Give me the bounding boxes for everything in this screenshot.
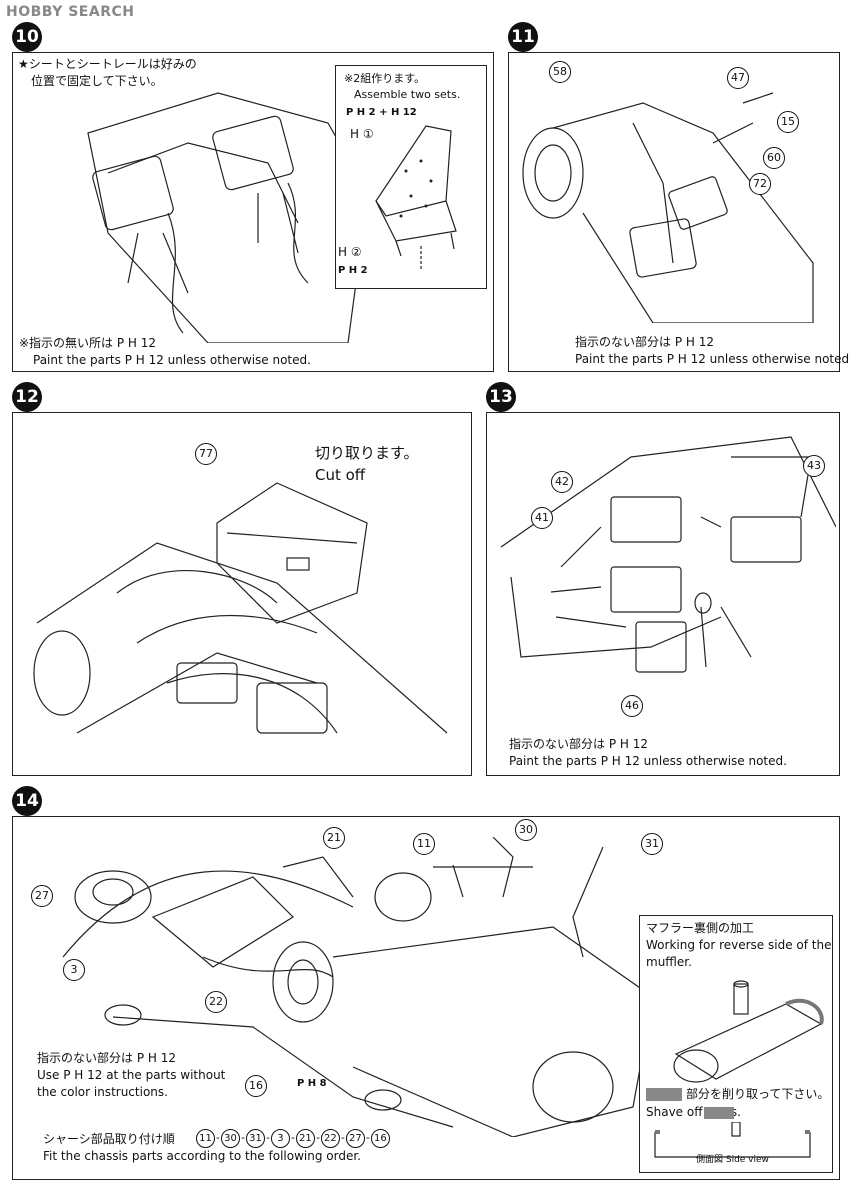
order-step: 22 [320, 1129, 340, 1148]
part-16-callout: 16 [245, 1075, 267, 1097]
part-15-callout: 15 [777, 111, 799, 133]
inset-label-h2: H ② [338, 245, 362, 259]
step-10-note-jp: ★シートとシートレールは好みの [18, 57, 197, 71]
step-12-console-drawing [33, 482, 448, 734]
part-27-callout: 27 [31, 885, 53, 907]
step-14-panel: 21 11 30 31 27 3 22 16 P H 8 指示のない部分は P … [12, 816, 840, 1180]
step-11-footer-en: Paint the parts P H 12 unless otherwise … [575, 352, 850, 366]
part-22-callout: 22 [205, 991, 227, 1013]
part-31-callout: 31 [641, 833, 663, 855]
seat-drawing [375, 125, 457, 271]
step-11-footer-jp: 指示のない部分は P H 12 [575, 335, 714, 349]
step-11-interior-drawing [522, 92, 814, 323]
part-58-callout: 58 [549, 61, 571, 83]
step-10-footer-en: Paint the parts P H 12 unless otherwise … [33, 353, 311, 367]
order-step: 27 [345, 1129, 365, 1148]
order-step: 31 [245, 1129, 265, 1148]
shave-swatch [646, 1088, 682, 1101]
order-step: 3 [270, 1129, 290, 1148]
step-11-number: 11 [508, 22, 538, 52]
inset-label-h1: H ① [350, 127, 374, 141]
step-14-number: 14 [12, 786, 42, 816]
part-46-callout: 46 [621, 695, 643, 717]
shave-swatch-inline [704, 1107, 734, 1119]
step-13-panel: 42 43 41 46 指示のない部分は P H 12 Paint the pa… [486, 412, 840, 776]
side-view-drawing [654, 1122, 811, 1158]
part-47-callout: 47 [727, 67, 749, 89]
part-72-callout: 72 [749, 173, 771, 195]
order-step: 16 [370, 1129, 390, 1148]
part-3-callout: 3 [63, 959, 85, 981]
muffler-title-jp: マフラー裏側の加工 [646, 921, 755, 935]
muffler-title-en1: Working for reverse side of the [646, 938, 832, 952]
order-step: 11 [196, 1129, 215, 1148]
cut-off-en: Cut off [315, 466, 366, 484]
side-view-label: 側面図 Side view [696, 1155, 769, 1165]
order-sequence: 11-30-31-3-21-22-27-16 [195, 1129, 391, 1148]
part-21-callout: 21 [323, 827, 345, 849]
step-13-footer-en: Paint the parts P H 12 unless otherwise … [509, 754, 787, 768]
part-77-callout: 77 [195, 443, 217, 465]
part-42-callout: 42 [551, 471, 573, 493]
inset-note-jp: ※2組作ります。 [344, 72, 426, 85]
step-10-panel: ★シートとシートレールは好みの 位置で固定して下さい。 ※2組作ります。 Ass… [12, 52, 494, 372]
order-en: Fit the chassis parts according to the f… [43, 1149, 361, 1163]
step-10-inset: ※2組作ります。 Assemble two sets. P H 2 + H 12… [335, 65, 487, 289]
step-13-footer-jp: 指示のない部分は P H 12 [509, 737, 648, 751]
order-step: 30 [220, 1129, 240, 1148]
part-60-callout: 60 [763, 147, 785, 169]
site-logo: HOBBY SEARCH [6, 4, 135, 20]
step-10-note-jp2: 位置で固定して下さい。 [31, 74, 163, 88]
cut-off-jp: 切り取ります。 [315, 444, 419, 462]
paint-ph8-label: P H 8 [297, 1078, 327, 1089]
part-30-callout: 30 [515, 819, 537, 841]
muffler-inset: マフラー裏側の加工 Working for reverse side of th… [639, 915, 833, 1173]
step-14-note-jp: 指示のない部分は P H 12 [37, 1051, 176, 1065]
step-13-number: 13 [486, 382, 516, 412]
step-10-footer-jp: ※指示の無い所は P H 12 [19, 336, 157, 350]
step-12-number: 12 [12, 382, 42, 412]
inset-note-en: Assemble two sets. [354, 88, 461, 101]
step-10-number: 10 [12, 22, 42, 52]
order-jp: シャーシ部品取り付け順 [43, 1132, 175, 1146]
shave-jp: 部分を削り取って下さい。 [686, 1087, 830, 1101]
part-43-callout: 43 [803, 455, 825, 477]
inset-paint-code: P H 2 + H 12 [346, 107, 417, 118]
part-11-callout: 11 [413, 833, 435, 855]
muffler-drawing [673, 980, 824, 1083]
step-14-note-en1: Use P H 12 at the parts without [37, 1068, 226, 1082]
muffler-title-en2: muffler. [646, 955, 692, 969]
inset-label-ph2: P H 2 [338, 265, 368, 276]
step-12-panel: 77 切り取ります。 Cut off [12, 412, 472, 776]
step-14-note-en2: the color instructions. [37, 1085, 168, 1099]
order-step: 21 [295, 1129, 315, 1148]
step-11-panel: 58 47 15 60 72 指示のない部分は P H 12 Paint the… [508, 52, 850, 372]
part-41-callout: 41 [531, 507, 553, 529]
step-13-dash-drawing [500, 436, 836, 673]
